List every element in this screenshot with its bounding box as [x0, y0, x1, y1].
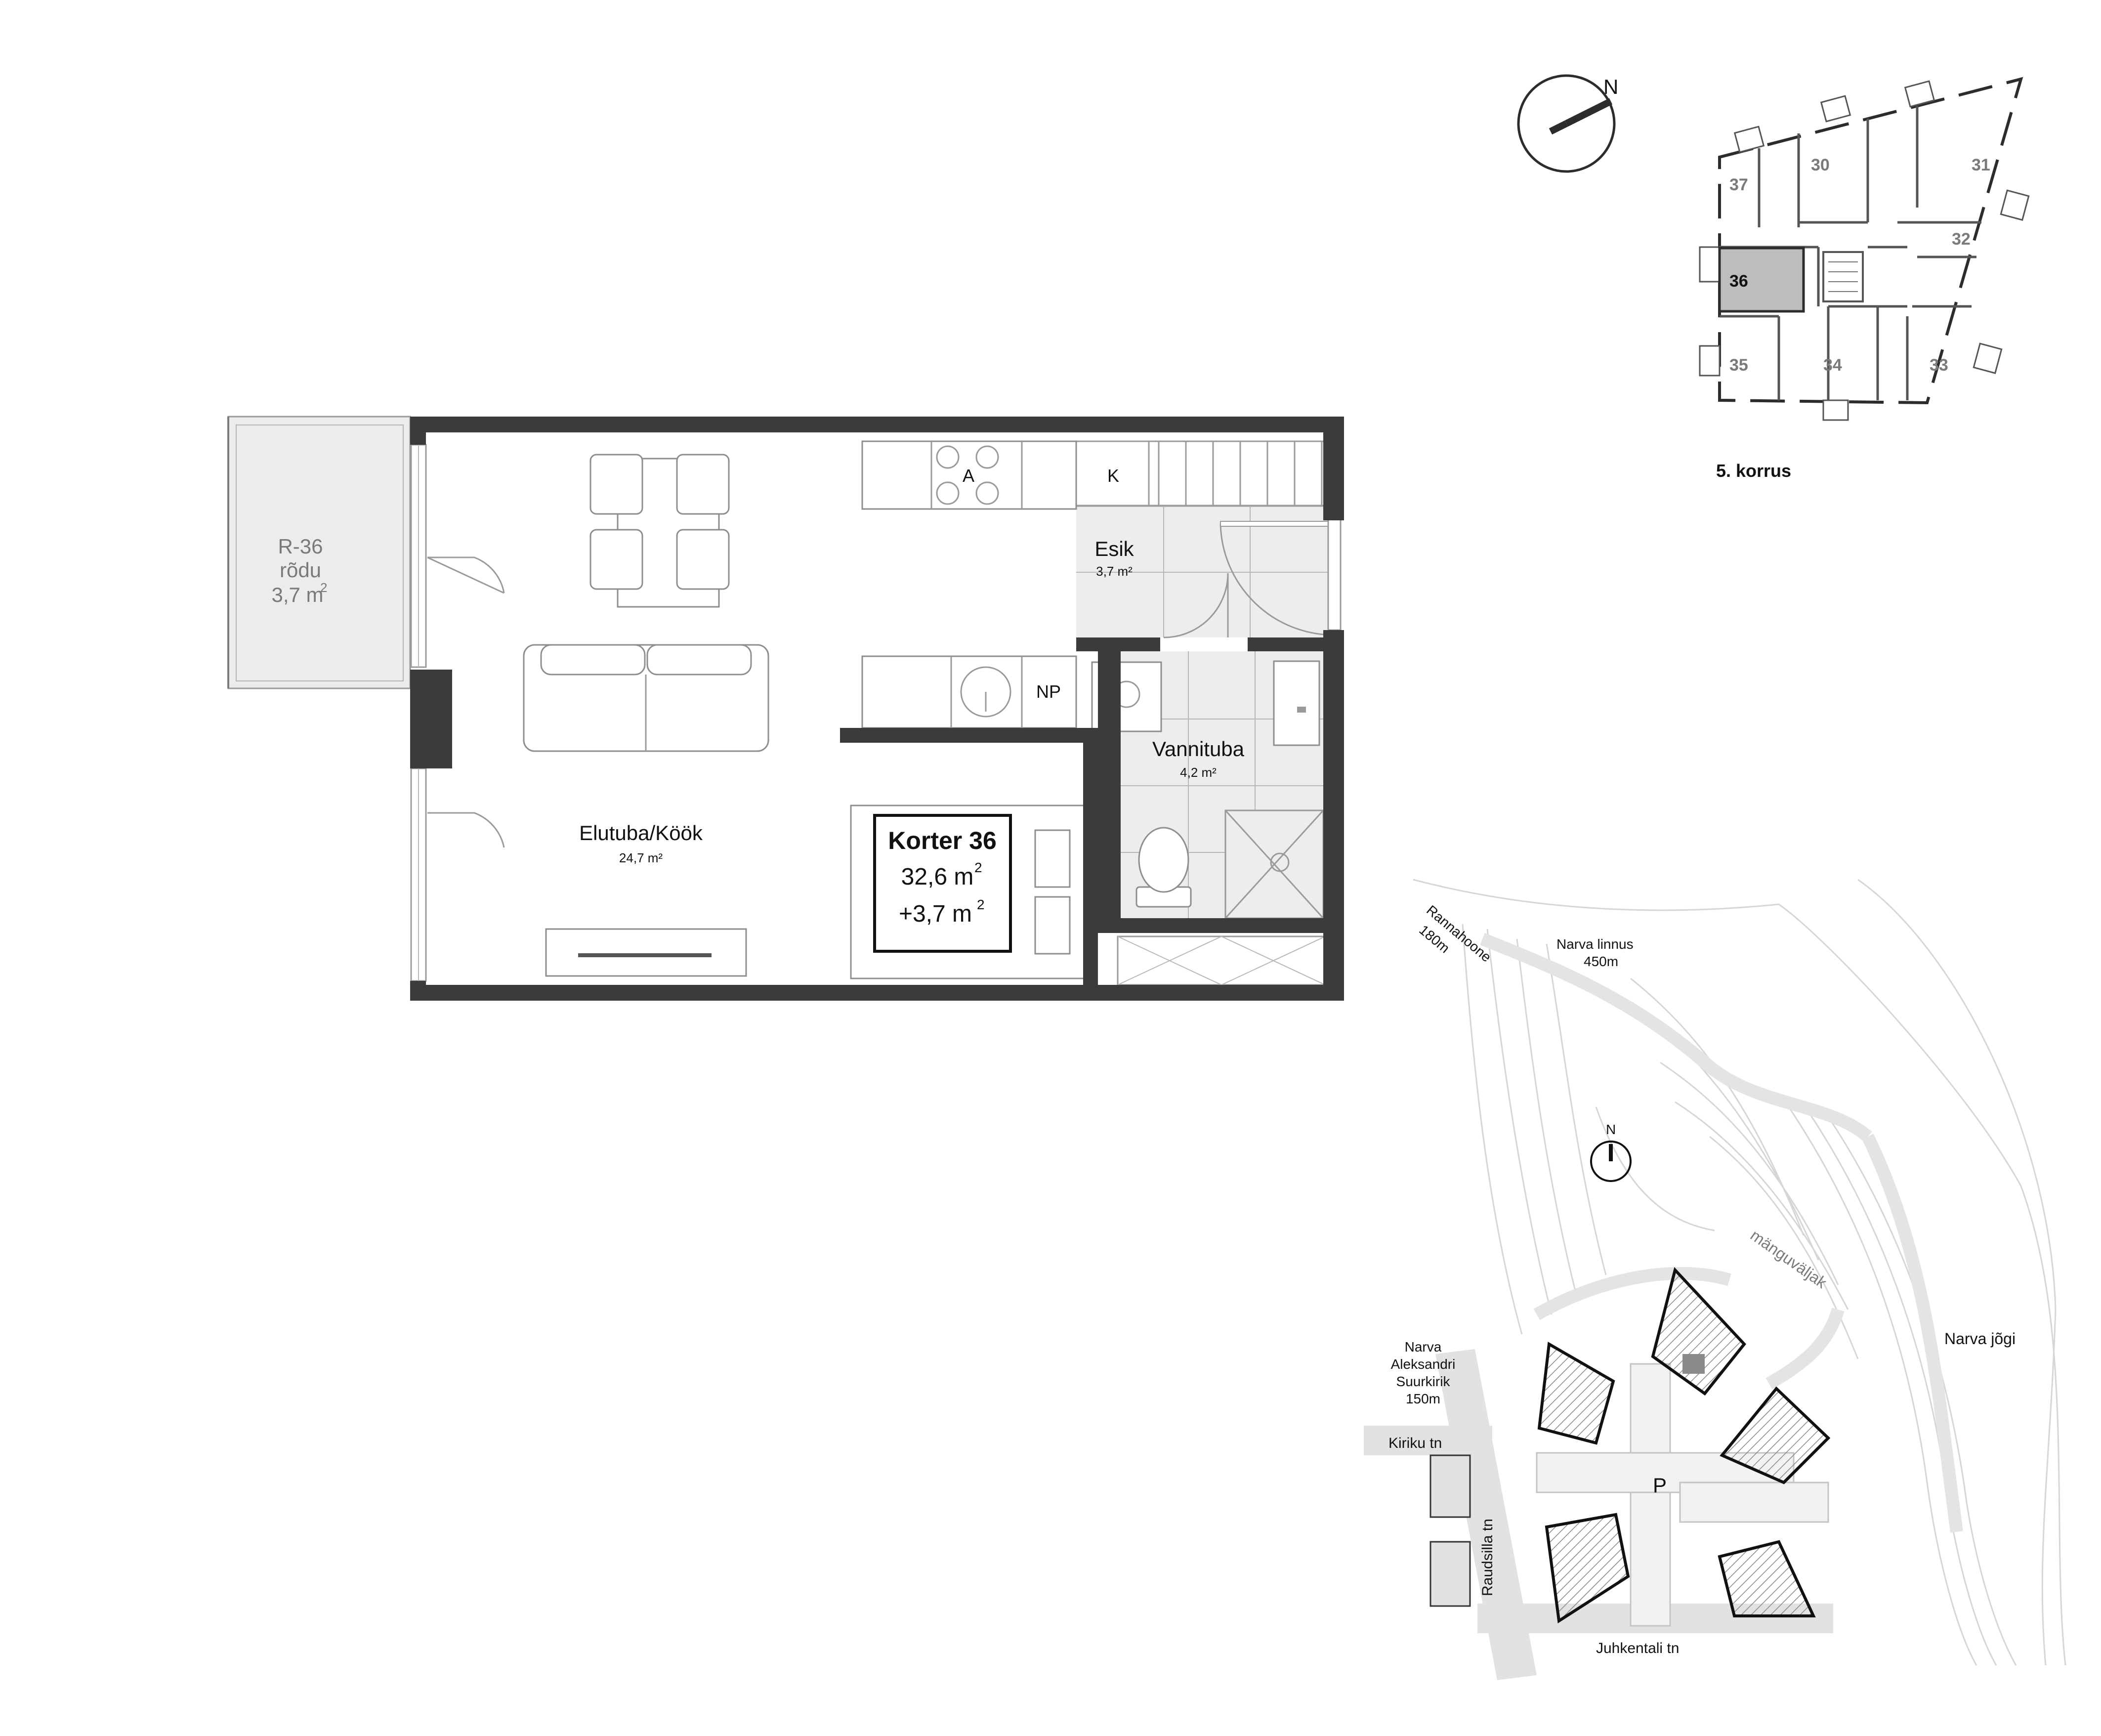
dir-church-3: Suurkirik — [1396, 1374, 1451, 1389]
doors — [427, 521, 1335, 848]
existing-buildings — [1429, 1454, 1471, 1607]
paths — [1480, 932, 1963, 1533]
river-label: Narva jõgi — [1944, 1330, 2016, 1348]
compass: N — [1517, 74, 1618, 173]
unit-label-33: 33 — [1930, 356, 1948, 375]
balcony-area-sup: 2 — [320, 580, 327, 595]
parking-label: P — [1653, 1474, 1667, 1497]
floor-key-plan: 37 30 31 32 36 35 34 33 5. korrus — [1699, 77, 2030, 481]
windows — [410, 444, 1342, 982]
stair-core — [1822, 251, 1864, 302]
dir-castle-dist: 450m — [1584, 954, 1618, 969]
hall-name: Esik — [1094, 537, 1134, 560]
street-kiriku: Kiriku tn — [1388, 1435, 1442, 1451]
apartment-plan: R-36 rõdu 3,7 m 2 — [227, 416, 1344, 1001]
balcony: R-36 rõdu 3,7 m 2 — [227, 416, 411, 689]
compass-north-label: N — [1603, 75, 1618, 98]
parking-area — [1536, 1363, 1829, 1627]
compass-circle — [1517, 74, 1616, 173]
unit-label-34: 34 — [1823, 356, 1842, 375]
street-raudsilla: Raudsilla tn — [1479, 1519, 1496, 1596]
unit-36-highlight — [1718, 247, 1805, 313]
living-room-area: 24,7 m² — [619, 850, 663, 865]
wardrobe-label: K — [1107, 466, 1119, 486]
balcony-name: rõdu — [280, 558, 321, 582]
site-highlight — [1682, 1354, 1705, 1374]
unit-label-36: 36 — [1729, 272, 1748, 291]
hall-area: 3,7 m² — [1096, 564, 1133, 579]
street-juhkentali: Juhkentali tn — [1596, 1640, 1679, 1656]
kitchen: A NP K — [861, 440, 1119, 729]
balcony-area — [227, 416, 411, 689]
unit-label-31: 31 — [1972, 156, 1990, 174]
site-map: Kiriku tn Raudsilla tn Juhkentali tn P — [1364, 879, 2066, 1680]
floor-label: 5. korrus — [1716, 461, 1791, 481]
toilet-bowl — [1138, 827, 1189, 893]
apartment-area-extra-sup: 2 — [977, 897, 985, 912]
bathroom-floor — [1091, 651, 1324, 919]
dir-church-4: 150m — [1406, 1391, 1440, 1406]
unit-label-30: 30 — [1811, 156, 1830, 174]
walls — [410, 417, 1344, 1001]
dir-church-2: Aleksandri — [1391, 1356, 1456, 1372]
apartment-title-box: Korter 36 32,6 m 2 +3,7 m 2 — [873, 814, 1012, 953]
stove-label: A — [963, 466, 974, 486]
unit-label-35: 35 — [1729, 356, 1748, 375]
cooktop — [936, 445, 999, 505]
floor-outline — [1718, 77, 2023, 405]
new-buildings — [1537, 1267, 1831, 1624]
dir-castle-name: Narva linnus — [1556, 936, 1634, 952]
living-room-name: Elutuba/Köök — [579, 821, 703, 845]
dining-set — [589, 454, 730, 608]
sofa — [523, 644, 769, 752]
streets — [1364, 1349, 1833, 1680]
apartment-title: Korter 36 — [888, 827, 997, 854]
bathroom-name: Vannituba — [1152, 737, 1245, 761]
bathroom-sink — [1273, 660, 1320, 746]
apartment-area-extra: +3,7 m — [899, 901, 972, 927]
dir-church-1: Narva — [1405, 1339, 1442, 1355]
apartment-area: 32,6 m — [901, 864, 974, 890]
kitchen-counter-top — [861, 440, 1077, 510]
site-compass-north: N — [1606, 1122, 1616, 1137]
hall-floor — [1075, 440, 1339, 637]
utility-cupboard — [1117, 935, 1326, 986]
tv-bench — [545, 928, 747, 977]
apartment-area-sup: 2 — [974, 860, 982, 875]
key-balconies — [1699, 80, 2030, 421]
compass-needle — [1564, 98, 1613, 127]
balcony-id: R-36 — [278, 535, 323, 558]
site-compass — [1590, 1141, 1632, 1182]
unit-label-32: 32 — [1952, 230, 1971, 249]
balcony-area-label: 3,7 m — [271, 583, 323, 606]
kitchen-sink — [960, 666, 1011, 718]
unit-label-37: 37 — [1729, 175, 1748, 194]
dishwasher-label: NP — [1036, 681, 1061, 702]
bathroom-area: 4,2 m² — [1180, 765, 1217, 780]
